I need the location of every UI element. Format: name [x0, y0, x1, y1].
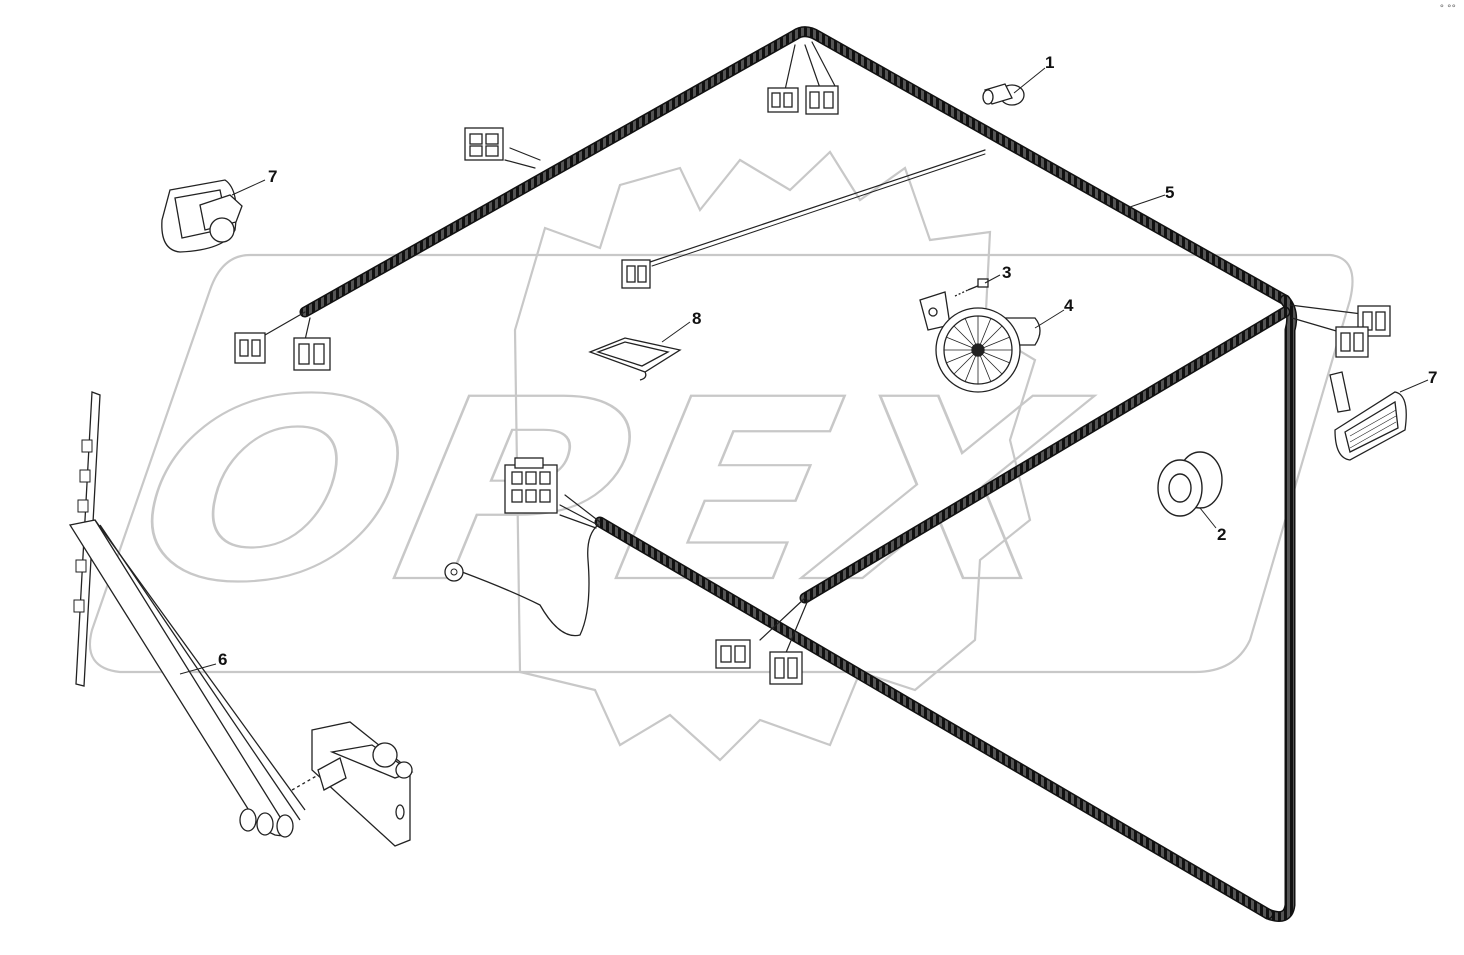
work-lamp-right	[1329, 371, 1407, 461]
callout-4: 4	[1064, 296, 1074, 315]
callout-2: 2	[1217, 525, 1226, 544]
wiper-assembly	[68, 391, 414, 847]
harness-thin-wire	[649, 149, 986, 263]
callout-7-right: 7	[1428, 368, 1437, 387]
ground-lead	[461, 524, 599, 637]
connector-main-block	[504, 457, 558, 514]
callout-5: 5	[1165, 183, 1174, 202]
harness-top-run	[299, 26, 1291, 318]
work-lamp-left	[161, 179, 243, 253]
connector-right-b	[1335, 326, 1369, 358]
wiper-motor	[311, 721, 414, 847]
mounting-pad	[588, 337, 682, 381]
callout-labels: 1 2 3 4 5 6 7 7 8	[218, 53, 1437, 669]
watermark-gear-icon	[513, 150, 1037, 762]
connector-left-a	[234, 332, 266, 364]
watermark-text: OPEX	[120, 347, 1104, 638]
connectors	[234, 85, 1391, 685]
callout-1: 1	[1045, 53, 1054, 72]
connector-upper-left	[464, 127, 504, 161]
callout-leaders	[179, 67, 1429, 675]
callout-8: 8	[692, 309, 701, 328]
callout-3: 3	[1002, 263, 1011, 282]
callout-6: 6	[218, 650, 227, 669]
connector-top-a	[767, 87, 799, 113]
screw-part	[954, 278, 989, 297]
watermark-plate	[88, 253, 1354, 674]
grommet-part	[1157, 451, 1223, 517]
callout-7-left: 7	[268, 167, 277, 186]
connector-top-b	[805, 85, 839, 115]
connector-bottom-a	[715, 639, 751, 669]
wiring-harness	[264, 26, 1371, 922]
connector-center-thin	[621, 259, 651, 289]
corner-mark: ° °°	[1439, 4, 1456, 14]
connector-left-b	[293, 337, 331, 371]
cable-clip-part	[982, 83, 1025, 106]
connector-bottom-b	[769, 651, 803, 685]
fan-part	[919, 291, 1041, 393]
watermark-logo: OPEX	[88, 150, 1354, 762]
